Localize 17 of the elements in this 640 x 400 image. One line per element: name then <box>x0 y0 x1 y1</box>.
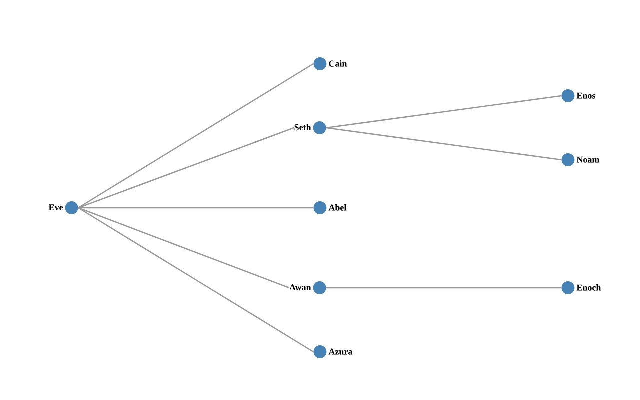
tree-link <box>78 207 314 353</box>
tree-link <box>326 95 562 129</box>
node-label: Awan <box>290 284 312 291</box>
node-label: Seth <box>294 124 312 131</box>
node-label: Enoch <box>576 284 602 291</box>
tree-link <box>78 207 290 289</box>
tree-link <box>78 127 294 209</box>
tree-link <box>78 207 314 209</box>
node-label: Azura <box>328 348 353 355</box>
node-label: Enos <box>576 92 596 99</box>
tree-link <box>326 287 562 289</box>
node-label: Eve <box>48 204 64 211</box>
node-label: Cain <box>329 60 348 67</box>
tree-link <box>326 127 562 161</box>
node-label: Noam <box>576 156 600 163</box>
node-label: Abel <box>328 204 347 211</box>
tree-link <box>78 63 314 209</box>
